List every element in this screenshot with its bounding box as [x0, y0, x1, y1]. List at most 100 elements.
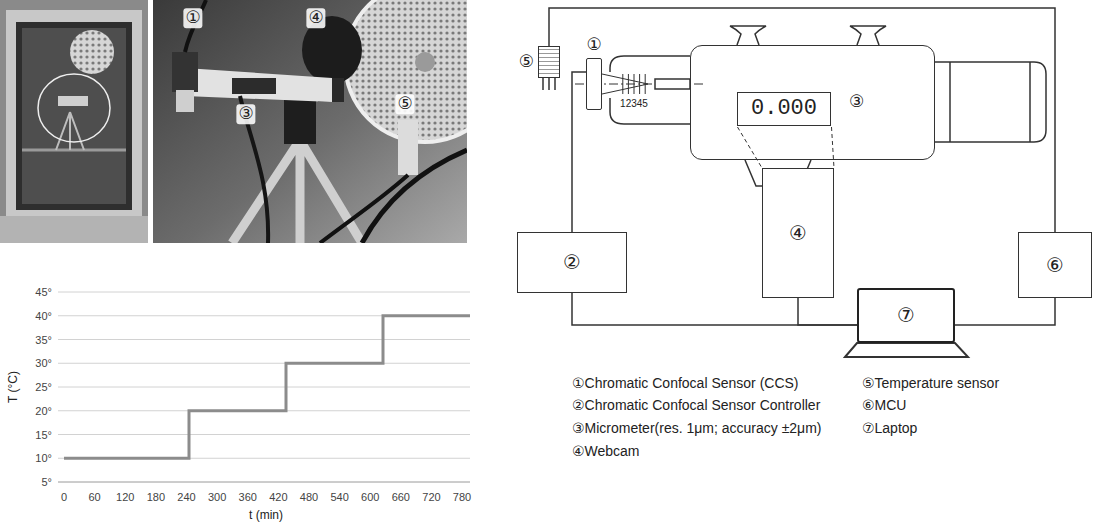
- axis-tick-label: 0: [61, 491, 67, 504]
- sensor-head: ①: [586, 58, 602, 110]
- part-description: ②Chromatic Confocal Sensor Controller: [572, 397, 820, 413]
- callout-number: ④: [306, 8, 325, 28]
- callout-number: ⑤: [395, 94, 414, 114]
- axis-tick-label: 420: [269, 491, 287, 504]
- part-description: ③Micrometer(res. 1μm; accuracy ±2μm): [572, 420, 822, 436]
- temperature-step-chart: [58, 292, 470, 293]
- micrometer-drawing: [628, 74, 629, 94]
- wire: [955, 298, 1055, 325]
- chamber-photo: [0, 216, 148, 243]
- callout-number: ⑦: [897, 304, 915, 327]
- chamber-photo: [22, 149, 126, 152]
- wire: [798, 298, 857, 325]
- micrometer-drawing: [845, 343, 968, 357]
- axis-tick-label: 20°: [35, 404, 52, 417]
- axis-tick-label: 720: [422, 491, 440, 504]
- axis-tick-label: 240: [177, 491, 195, 504]
- callout-number: ①: [183, 8, 202, 28]
- callout-number: ④: [789, 222, 807, 245]
- laptop-screen: ⑦: [857, 288, 955, 343]
- micrometer-drawing: [738, 127, 763, 168]
- callout-number: ⑤: [519, 52, 534, 72]
- temperature-step-chart: [58, 434, 470, 435]
- micrometer-drawing: [949, 62, 951, 142]
- axis-tick-label: 360: [239, 491, 257, 504]
- part-description: ⑥MCU: [862, 397, 906, 413]
- chamber-photo: [38, 74, 110, 142]
- setup-photo: [176, 90, 194, 112]
- callout-number: ①: [586, 35, 601, 55]
- axis-tick-label: 35°: [35, 333, 52, 346]
- axis-tick-label: 600: [361, 491, 379, 504]
- micrometer-drawing: [542, 78, 544, 90]
- callout-number: ⑥: [1046, 254, 1064, 277]
- setup-photo: [172, 52, 198, 92]
- temperature-step-chart: [58, 339, 470, 340]
- micrometer-drawing: [639, 74, 640, 94]
- callout-number: ③: [236, 104, 255, 124]
- wire: [572, 72, 586, 232]
- micrometer-drawing: [645, 74, 646, 94]
- axis-tick-label: 120: [116, 491, 134, 504]
- micrometer-drawing: [543, 26, 1046, 357]
- chamber-photo: [70, 30, 114, 74]
- setup-photo: [362, 150, 467, 243]
- part-description: ⑤Temperature sensor: [862, 375, 999, 391]
- axis-tick-label: 300: [208, 491, 226, 504]
- chamber-photo: [0, 0, 148, 243]
- axis-tick-label: 180: [147, 491, 165, 504]
- micrometer-body: ③ 0.000: [690, 45, 935, 160]
- axis-tick-label: 480: [300, 491, 318, 504]
- part-description: ①Chromatic Confocal Sensor (CCS): [572, 375, 799, 391]
- webcam-box: ④: [762, 168, 834, 298]
- micrometer-display: 0.000: [737, 92, 831, 126]
- chamber-photo: [22, 28, 126, 204]
- micrometer-drawing: [554, 78, 556, 90]
- micrometer-drawing: [622, 74, 623, 94]
- axis-tick-label: 60: [88, 491, 100, 504]
- axis-tick-label: 5°: [41, 476, 52, 489]
- setup-photo: [320, 175, 408, 243]
- axis-tick-label: 40°: [35, 309, 52, 322]
- chamber-photo: [6, 10, 142, 232]
- chamber-photo: [16, 22, 132, 210]
- temperature-step-chart: [58, 292, 470, 482]
- temperature-step-chart: [58, 292, 470, 458]
- micrometer-drawing: [832, 127, 835, 168]
- part-description: ⑦Laptop: [862, 420, 917, 436]
- axis-tick-label: 15°: [35, 428, 52, 441]
- axis-title: t (min): [249, 509, 283, 523]
- micrometer-drawing: [610, 56, 690, 72]
- setup-photo: [232, 78, 276, 94]
- part-description: ④Webcam: [572, 443, 640, 459]
- axis-tick-label: 660: [392, 491, 410, 504]
- setup-photo: [185, 68, 332, 102]
- display-reading: 0.000: [751, 96, 817, 121]
- micrometer-drawing: [730, 26, 766, 45]
- axis-tick-label: 10°: [35, 452, 52, 465]
- axis-tick-label: 45°: [35, 286, 52, 299]
- callout-number: ②: [563, 251, 581, 274]
- micrometer-drawing: [655, 79, 690, 89]
- temperature-step-chart: [58, 387, 470, 388]
- chamber-photo: [0, 0, 148, 243]
- axis-tick-label: 30°: [35, 357, 52, 370]
- axis-title: T (°C): [7, 371, 21, 403]
- micrometer-drawing: [634, 74, 635, 94]
- micrometer-drawing: [610, 98, 690, 124]
- axis-tick-label: 25°: [35, 381, 52, 394]
- axis-tick-label: 540: [330, 491, 348, 504]
- chamber-photo: [56, 112, 84, 150]
- setup-photo: [284, 98, 316, 144]
- temperature-step-chart: [58, 363, 470, 364]
- micrometer-drawing: [850, 26, 886, 45]
- callout-number: ③: [849, 92, 864, 112]
- temperature-step-chart: [64, 316, 470, 459]
- temperature-sensor: ⑤: [538, 46, 560, 78]
- temperature-step-chart: [58, 482, 470, 483]
- chamber-photo: [58, 96, 88, 106]
- mcu-box: ⑥: [1018, 232, 1092, 298]
- micrometer-drawing: [935, 62, 1046, 142]
- axis-tick-label: 780: [453, 491, 471, 504]
- setup-photo: [153, 0, 467, 243]
